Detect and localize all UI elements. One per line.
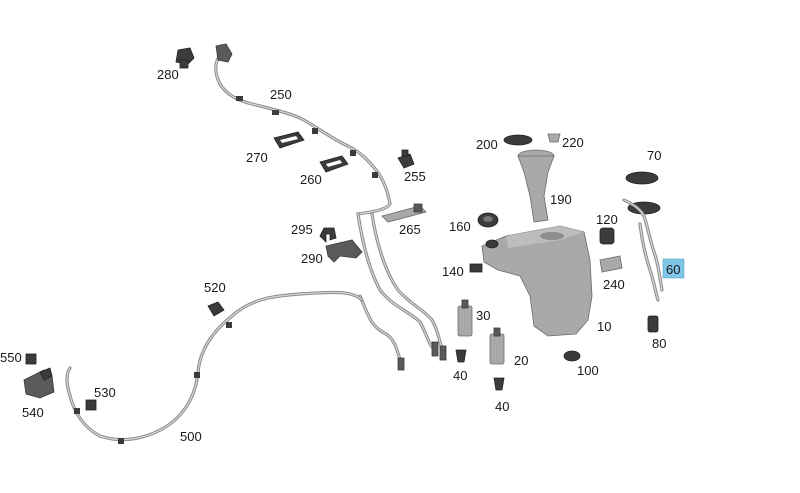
label-290[interactable]: 290 <box>301 251 323 266</box>
hose-250[interactable] <box>214 50 392 216</box>
label-60-highlight <box>662 258 685 279</box>
callout-labels: 10 20 30 40 40 60 70 80 100 120 140 160 … <box>0 67 685 444</box>
label-540[interactable]: 540 <box>22 405 44 420</box>
nozzle-ends <box>397 341 447 371</box>
clip-270[interactable] <box>273 131 305 149</box>
hose-500[interactable] <box>65 290 364 444</box>
label-220[interactable]: 220 <box>562 135 584 150</box>
label-120[interactable]: 120 <box>596 212 618 227</box>
label-500[interactable]: 500 <box>180 429 202 444</box>
connector-520[interactable] <box>207 301 225 317</box>
connector-top-250[interactable] <box>215 43 233 63</box>
connector-550[interactable] <box>25 353 37 365</box>
label-40-a[interactable]: 40 <box>453 368 467 383</box>
label-140[interactable]: 140 <box>442 264 464 279</box>
sensor-cap-70[interactable] <box>625 171 659 185</box>
connector-255[interactable] <box>397 149 415 169</box>
label-60[interactable]: 60 <box>666 262 680 277</box>
label-200[interactable]: 200 <box>476 137 498 152</box>
label-270[interactable]: 270 <box>246 150 268 165</box>
bracket-295[interactable] <box>319 227 337 243</box>
pump-20[interactable] <box>489 327 505 365</box>
pump-30[interactable] <box>457 299 473 337</box>
valve-265[interactable] <box>381 203 427 223</box>
screw-140[interactable] <box>469 263 483 273</box>
label-100[interactable]: 100 <box>577 363 599 378</box>
label-80[interactable]: 80 <box>652 336 666 351</box>
label-20[interactable]: 20 <box>514 353 528 368</box>
clip-530[interactable] <box>85 399 97 411</box>
filter-240[interactable] <box>599 255 623 273</box>
label-250[interactable]: 250 <box>270 87 292 102</box>
label-190[interactable]: 190 <box>550 192 572 207</box>
label-265[interactable]: 265 <box>399 222 421 237</box>
label-550[interactable]: 550 <box>0 350 22 365</box>
clip-260[interactable] <box>319 155 349 173</box>
label-160[interactable]: 160 <box>449 219 471 234</box>
plug-220[interactable] <box>547 133 561 143</box>
seal-80[interactable] <box>647 315 659 333</box>
label-280[interactable]: 280 <box>157 67 179 82</box>
connector-280[interactable] <box>175 47 195 69</box>
label-520[interactable]: 520 <box>204 280 226 295</box>
label-260[interactable]: 260 <box>300 172 322 187</box>
label-30[interactable]: 30 <box>476 308 490 323</box>
grommet-160[interactable] <box>477 212 499 228</box>
grommet-40-a[interactable] <box>455 349 467 363</box>
label-530[interactable]: 530 <box>94 385 116 400</box>
grommet-120[interactable] <box>599 227 615 245</box>
label-255[interactable]: 255 <box>404 169 426 184</box>
label-40-b[interactable]: 40 <box>495 399 509 414</box>
label-70[interactable]: 70 <box>647 148 661 163</box>
bracket-290[interactable] <box>325 239 363 263</box>
label-240[interactable]: 240 <box>603 277 625 292</box>
label-10[interactable]: 10 <box>597 319 611 334</box>
grommet-100[interactable] <box>563 350 581 362</box>
grommet-40-b[interactable] <box>493 377 505 391</box>
nozzle-540[interactable] <box>23 367 55 399</box>
reservoir-tank-10[interactable] <box>481 225 593 337</box>
seal-200[interactable] <box>503 134 533 146</box>
hose-to-nozzles[interactable] <box>356 212 446 368</box>
label-295[interactable]: 295 <box>291 222 313 237</box>
filler-neck-190[interactable] <box>517 149 555 223</box>
level-sensor-60[interactable] <box>622 198 664 302</box>
